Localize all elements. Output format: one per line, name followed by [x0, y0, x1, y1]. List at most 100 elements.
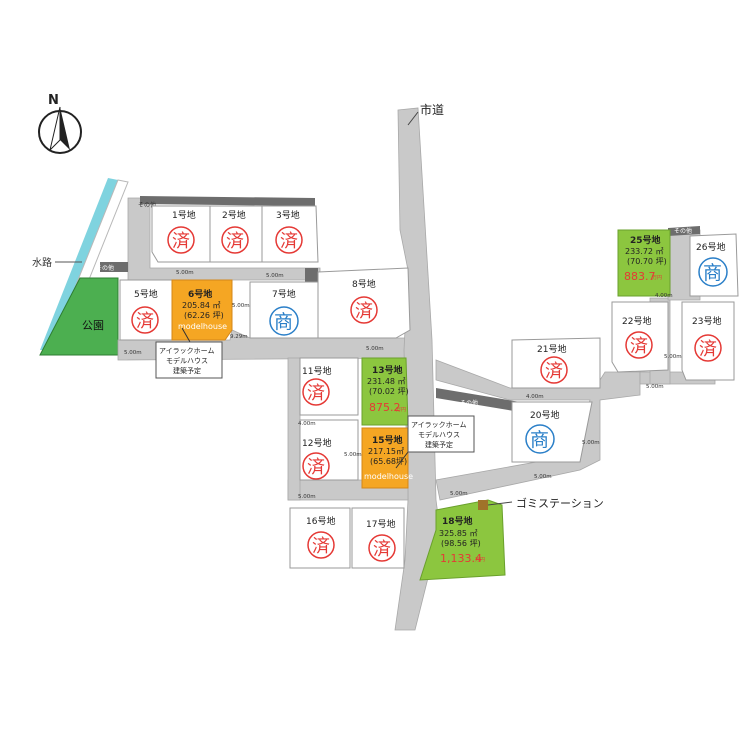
- lot-6[interactable]: [171, 279, 233, 341]
- lot-25-label: 25号地: [630, 234, 661, 246]
- callout-lot-15: アイラックホーム モデルハウス 建築予定: [395, 415, 475, 469]
- lot-13-area: 231.48 ㎡: [367, 377, 406, 386]
- stamp-22-text: 済: [630, 336, 648, 357]
- width-h: 5.00m: [344, 452, 362, 458]
- lot-1-label: 1号地: [172, 209, 196, 221]
- stamp-17-text: 済: [373, 539, 391, 560]
- stamp-2-text: 済: [226, 231, 244, 252]
- compass-needle: [60, 107, 70, 150]
- garbage-station-label: ゴミステーション: [516, 496, 604, 510]
- lot-7-label: 7号地: [272, 288, 296, 300]
- lot-25-tsubo: (70.70 坪): [627, 257, 667, 266]
- stamp-12-text: 済: [307, 457, 325, 478]
- compass-north: N: [48, 93, 59, 108]
- garbage-station-leader: [487, 501, 513, 506]
- lot-25-price-unit: 万円: [652, 275, 662, 281]
- callout-lot-15-pointer: [395, 451, 409, 469]
- other-strip-8: [305, 268, 318, 285]
- width-j: 5.00m: [450, 491, 468, 497]
- stamp-1: 済: [167, 226, 195, 254]
- lot-6-tag: modelhouse: [178, 322, 227, 331]
- lot-18-tsubo: (98.56 坪): [441, 539, 481, 548]
- lot-18-price: 1,133.4: [440, 552, 482, 565]
- lot-13-tsubo: (70.02 坪): [369, 387, 409, 396]
- lot-details: 205.84 ㎡ (62.26 坪) modelhouse 231.48 ㎡ (…: [178, 247, 667, 565]
- lot-17-label: 17号地: [366, 518, 395, 530]
- lot-15-tsubo: (65.68坪): [370, 457, 407, 466]
- stamp-5-text: 済: [136, 311, 154, 332]
- callout-lot-6-pointer: [181, 327, 191, 343]
- compass-needle-outline: [49, 106, 61, 152]
- lot-15-label: 15号地: [372, 434, 403, 446]
- lot-26-label: 26号地: [696, 241, 725, 253]
- lot-12-label: 12号地: [302, 437, 331, 449]
- road-south-2: [287, 357, 301, 501]
- width-e: 5.00m: [124, 350, 142, 356]
- stamp-16-text: 済: [312, 536, 330, 557]
- stamp-3: 済: [275, 226, 303, 254]
- stamp-21-text: 済: [545, 361, 563, 382]
- width-p: 4.00m: [655, 293, 673, 299]
- lot-13-price: 875.2: [369, 401, 401, 414]
- road-widths: 5.00m 5.00m 5.00m 9.29m 5.00m 5.00m 4.00…: [124, 270, 682, 500]
- waterway-label: 水路: [32, 256, 52, 269]
- lot-6-area: 205.84 ㎡: [182, 301, 221, 310]
- other-label-west: その他: [96, 264, 114, 272]
- other-strip-26: [668, 226, 700, 236]
- lot-15[interactable]: [361, 427, 409, 489]
- stamp-5: 済: [131, 306, 159, 334]
- stamp-3-text: 済: [280, 231, 298, 252]
- callout-lot-6: アイラックホーム モデルハウス 建築予定: [155, 327, 223, 379]
- width-m: 4.00m: [526, 394, 544, 400]
- stamp-8-text: 済: [355, 301, 373, 322]
- lot-25-price: 883.7: [624, 270, 656, 283]
- lot-13-price-unit: 万円: [396, 407, 406, 413]
- lot-2-label: 2号地: [222, 209, 246, 221]
- lot-6-tsubo: (62.26 坪): [184, 311, 224, 320]
- callout-lot-15-box: [407, 415, 475, 453]
- width-d: 9.29m: [230, 334, 248, 340]
- stamp-21: 済: [540, 356, 568, 384]
- other-strip-west: [100, 262, 128, 272]
- lot-15-area: 217.15㎡: [368, 447, 404, 456]
- lot-5-label: 5号地: [134, 288, 158, 300]
- lot-18-label: 18号地: [442, 515, 473, 527]
- width-k: 5.00m: [534, 474, 552, 480]
- stamp-23-text: 済: [699, 339, 717, 360]
- commercial-stamps: 商 商 商: [269, 257, 728, 454]
- callout-lot-6-line3: 建築予定: [173, 366, 201, 375]
- city-road-leader: [407, 111, 419, 126]
- stamp-11-text: 済: [307, 383, 325, 404]
- callout-lot-15-line3: 建築予定: [425, 440, 453, 449]
- lot-15-tag: modelhouse: [364, 472, 413, 481]
- other-label-east: その他: [460, 399, 478, 407]
- callout-lot-6-line1: アイラックホーム: [159, 347, 214, 355]
- lot-21-label: 21号地: [537, 343, 566, 355]
- width-c: 5.00m: [232, 303, 250, 309]
- lot-13-label: 13号地: [372, 364, 403, 376]
- sold-stamps: 済 済 済 済 済 済 済 済 済 済 済 済: [131, 226, 722, 562]
- width-g: 4.00m: [298, 421, 316, 427]
- other-label-top: その他: [138, 201, 156, 209]
- callout-lot-6-line2: モデルハウス: [166, 356, 208, 365]
- stamp-20: 商: [525, 424, 555, 454]
- stamp-23: 済: [694, 334, 722, 362]
- lot-25[interactable]: [617, 229, 671, 297]
- lot-22-label: 22号地: [622, 315, 651, 327]
- lot-18-area: 325.85 ㎡: [439, 529, 478, 538]
- garbage-station: [478, 500, 488, 510]
- callout-lot-6-box: [155, 341, 223, 379]
- stamp-2: 済: [221, 226, 249, 254]
- width-o: 5.00m: [664, 354, 682, 360]
- stamp-26-text: 商: [703, 262, 722, 284]
- width-a: 5.00m: [176, 270, 194, 276]
- other-strip-east: [436, 388, 520, 412]
- park: [39, 277, 119, 356]
- lot-11-label: 11号地: [302, 365, 331, 377]
- width-n: 5.00m: [646, 384, 664, 390]
- lot-labels: 1号地 2号地 3号地 5号地 6号地 7号地 8号地 11号地 12号地 13…: [134, 209, 725, 530]
- lot-8-label: 8号地: [352, 278, 376, 290]
- width-i: 5.00m: [298, 494, 316, 500]
- stamp-7-text: 商: [274, 311, 293, 333]
